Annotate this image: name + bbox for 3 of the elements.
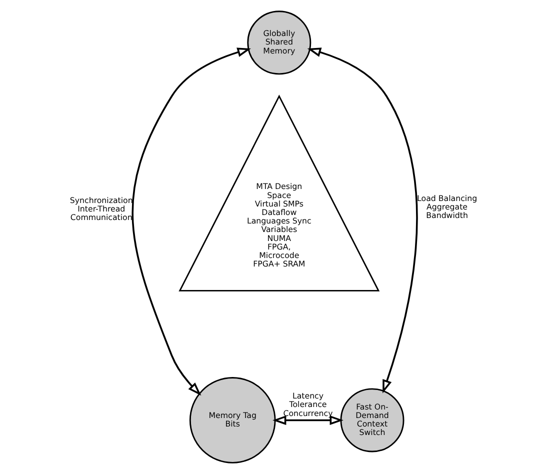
arrow <box>132 48 251 396</box>
arrow <box>307 48 418 394</box>
arrow <box>272 415 344 425</box>
